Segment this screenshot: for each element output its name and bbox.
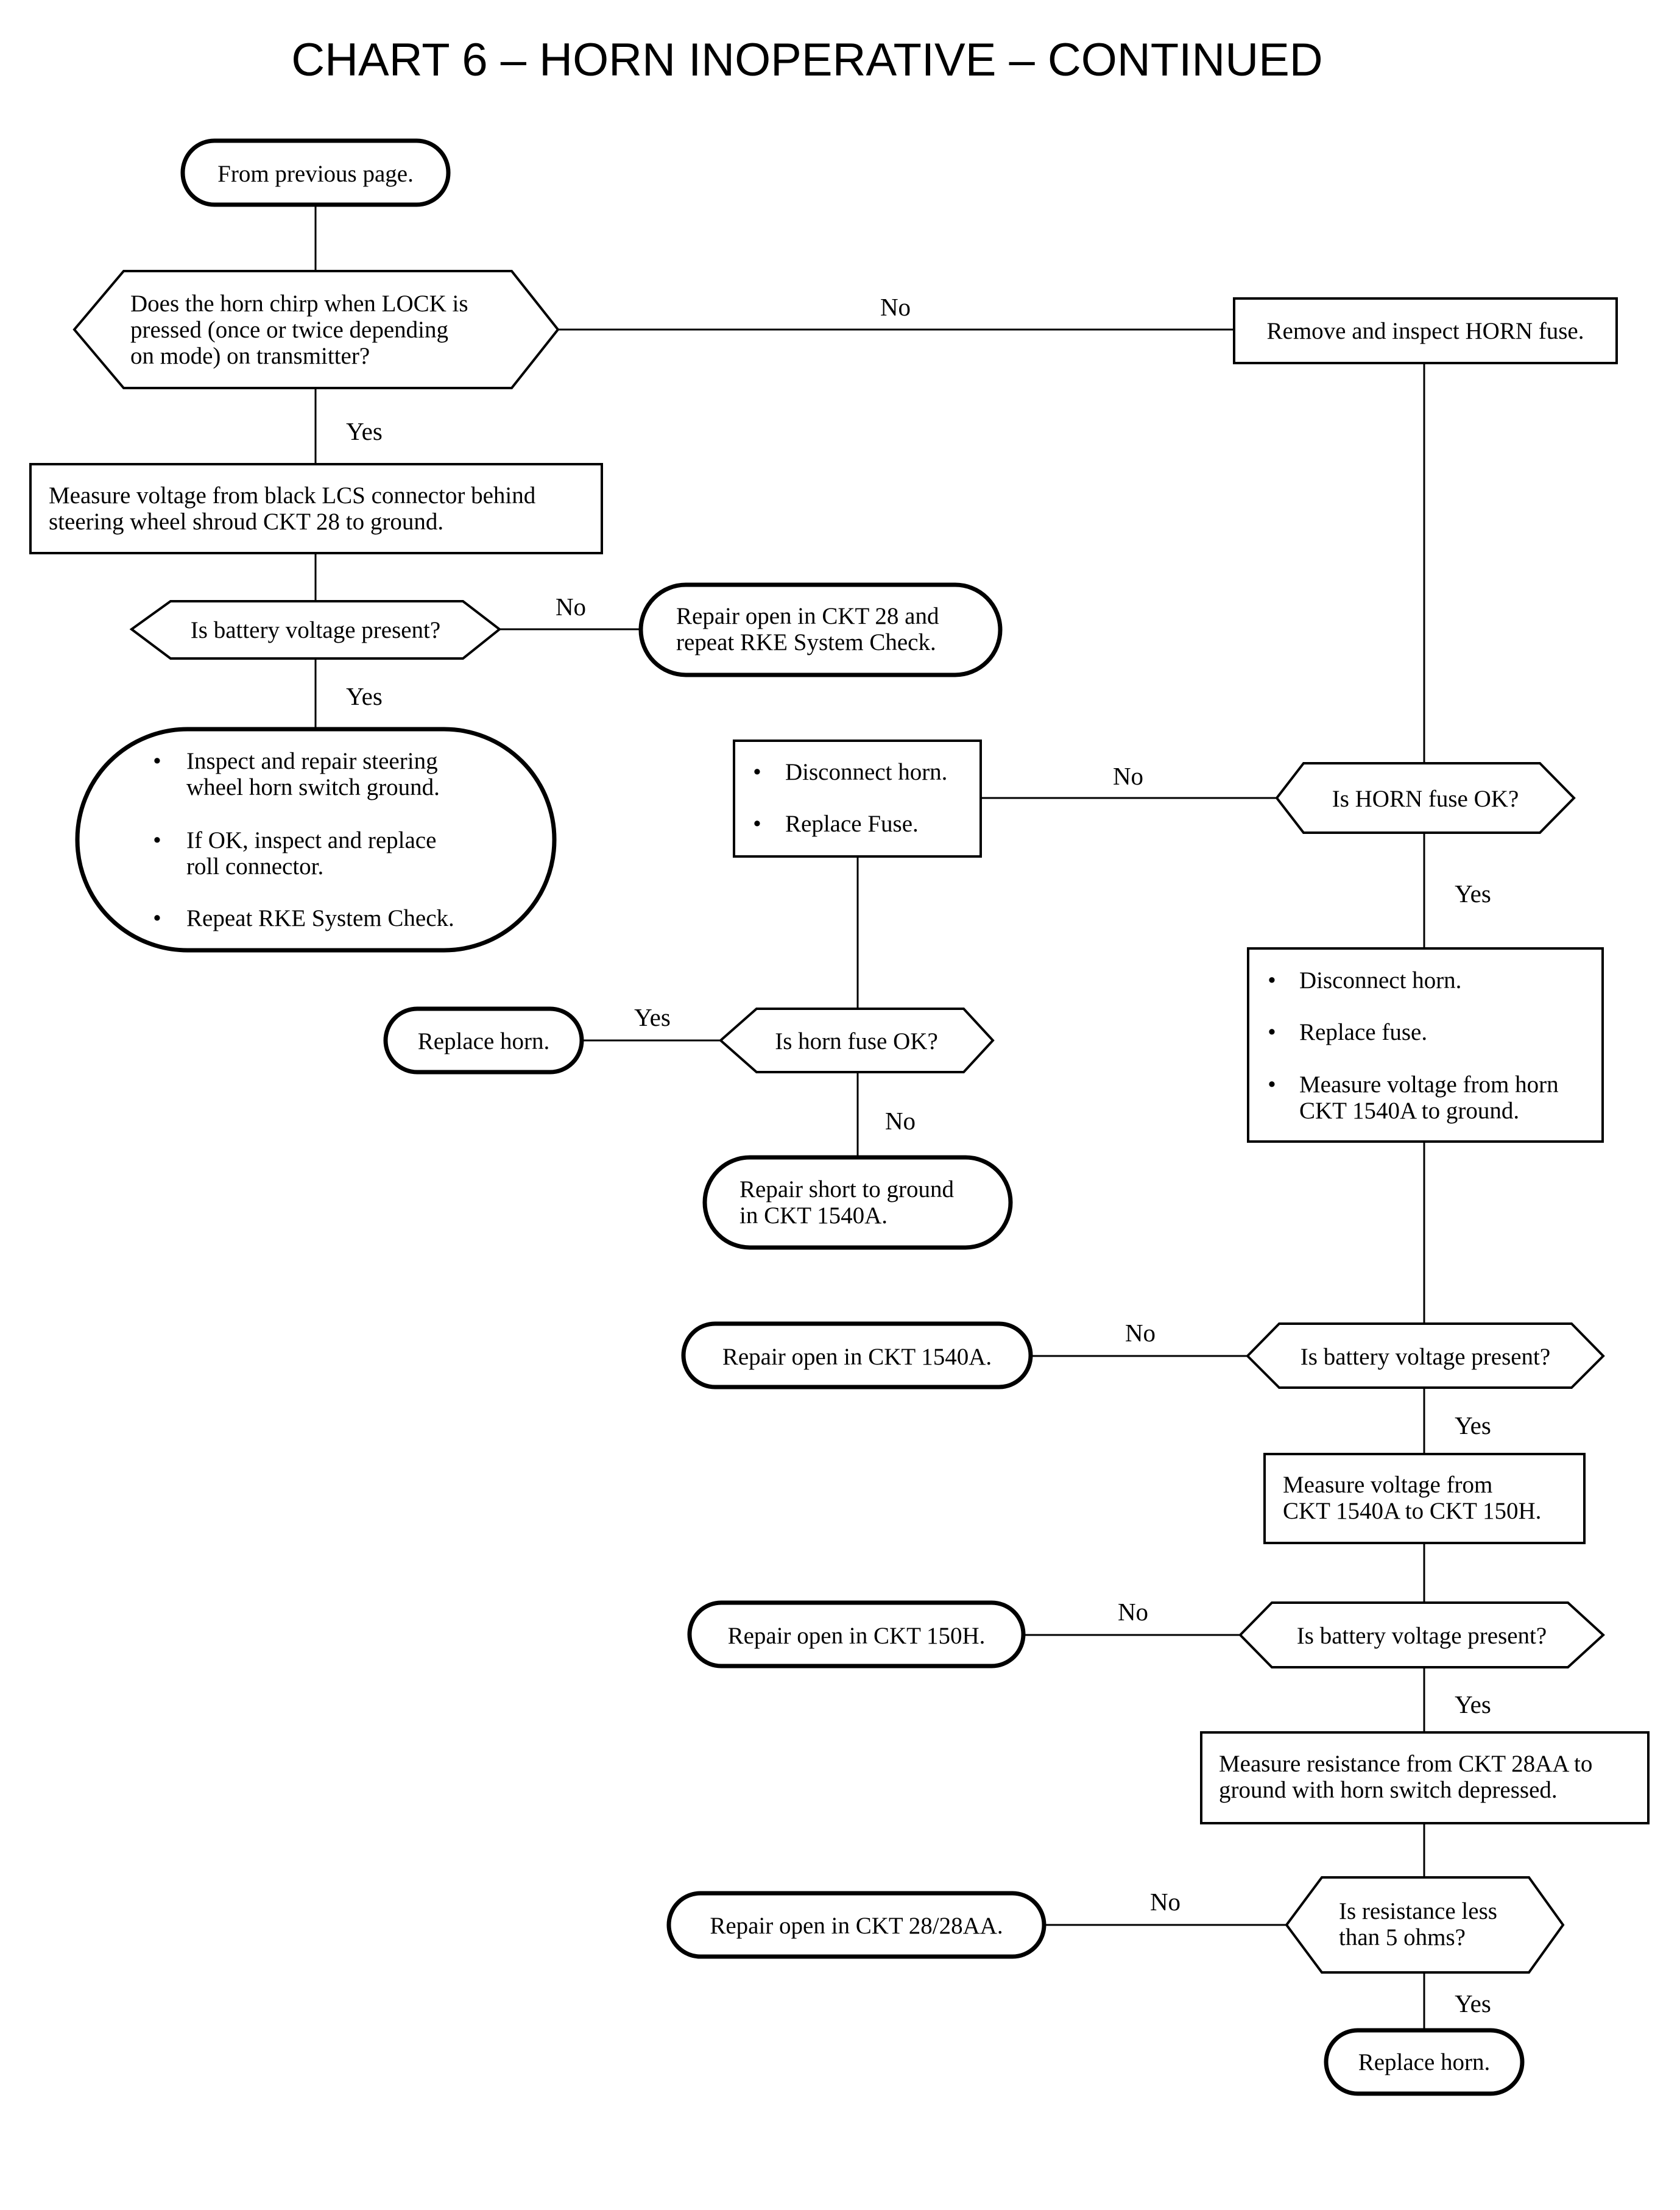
svg-text:•: • [1268,967,1276,994]
decision-resistance: Is resistance less than 5 ohms? [1285,1876,1565,1974]
edge-label-hornfuse2-yes: Yes [634,1003,671,1031]
edge-label-res-yes: Yes [1455,1989,1491,2018]
svg-text:Is horn fuse OK?: Is horn fuse OK? [775,1028,938,1054]
svg-text:Measure voltage from black LCS: Measure voltage from black LCS connector… [49,482,542,535]
svg-text:Replace Fuse.: Replace Fuse. [785,811,919,837]
svg-text:Disconnect horn.: Disconnect horn. [785,759,947,785]
edge-label-batt1-yes: Yes [346,682,383,710]
page-title: CHART 6 – HORN INOPERATIVE – CONTINUED [291,34,1323,86]
terminal-replace-horn-1: Replace horn. [383,1006,584,1075]
svg-text:Inspect and repair steering: Inspect and repair steering wheel horn s… [186,748,443,800]
svg-text:Repair short to ground i: Repair short to ground in CKT 1540A. [739,1176,960,1229]
start-terminal: From previous page. [180,138,451,207]
box-measure-150h: Measure voltage from CKT 1540A to CKT 15… [1263,1453,1586,1544]
terminal-repair-150h: Repair open in CKT 150H. [687,1600,1026,1668]
box-measure-horn-voltage: • Disconnect horn. • Replace fuse. • Mea… [1247,947,1604,1143]
edge-label-batt1-no: No [556,593,586,621]
edge-labels: No Yes No Yes No Yes Yes No No Yes No Ye… [346,293,1491,2018]
box-disconnect-replace-fuse: • Disconnect horn. • Replace Fuse. [733,740,982,858]
svg-text:Is battery voltage present?: Is battery voltage present? [1297,1623,1547,1649]
svg-text:•: • [153,748,161,774]
svg-text:Repair open in CKT 28 and: Repair open in CKT 28 and repeat RKE Sys… [676,603,945,655]
decision-battery-voltage-2: Is battery voltage present? [1246,1322,1605,1389]
edge-label-batt3-yes: Yes [1455,1690,1491,1718]
edge-label-hornfuse2-no: No [885,1107,916,1135]
svg-text:Measure resistance from CKT 28: Measure resistance from CKT 28AA to grou… [1219,1751,1598,1803]
svg-text:Does the horn chirp when LOCK: Does the horn chirp when LOCK is pressed… [130,291,474,369]
terminal-repair-short: Repair short to ground in CKT 1540A. [702,1155,1013,1250]
svg-text:Repair open in CKT 1540A.: Repair open in CKT 1540A. [722,1344,992,1370]
svg-text:Disconnect horn.: Disconnect horn. [1299,967,1461,994]
edge-label-hornfuse-yes: Yes [1455,880,1491,908]
svg-text:Is battery voltage present?: Is battery voltage present? [1301,1344,1550,1370]
decision-battery-voltage-1: Is battery voltage present? [129,600,502,660]
edge-label-res-no: No [1150,1888,1181,1916]
terminal-inspect-horn-switch: • Inspect and repair steering wheel horn… [75,727,557,953]
svg-text:If OK, inspect and replace: If OK, inspect and replace roll connecto… [186,827,442,880]
svg-text:Replace fuse.: Replace fuse. [1299,1019,1427,1045]
svg-text:Is battery voltage present?: Is battery voltage present? [191,617,440,643]
svg-text:Is HORN fuse OK?: Is HORN fuse OK? [1332,786,1519,812]
edge-label-batt2-yes: Yes [1455,1411,1491,1439]
svg-text:Repair open in CKT 150H.: Repair open in CKT 150H. [728,1623,986,1649]
svg-text:Replace horn.: Replace horn. [418,1028,550,1054]
edge-label-chirp-yes: Yes [346,417,383,445]
decision-horn-fuse-ok: Is HORN fuse OK? [1275,762,1576,834]
svg-text:•: • [153,905,161,931]
svg-text:•: • [153,827,161,853]
svg-text:•: • [1268,1071,1276,1098]
terminal-replace-horn-2: Replace horn. [1324,2028,1525,2096]
terminal-repair-ckt28: Repair open in CKT 28 and repeat RKE Sys… [638,582,1003,677]
svg-text:•: • [753,759,761,785]
edge-label-chirp-no: No [880,293,911,321]
svg-text:•: • [1268,1019,1276,1045]
terminal-repair-28aa: Repair open in CKT 28/28AA. [666,1891,1046,1959]
box-measure-lcs-voltage: Measure voltage from black LCS connector… [29,463,603,554]
svg-text:•: • [753,811,761,837]
edge-label-hornfuse-no: No [1113,762,1143,790]
terminal-repair-1540a: Repair open in CKT 1540A. [681,1321,1033,1389]
decision-horn-chirp: Does the horn chirp when LOCK is pressed… [72,270,560,389]
svg-text:Remove and inspect HORN fuse.: Remove and inspect HORN fuse. [1267,318,1584,344]
edge-label-batt2-no: No [1125,1319,1156,1347]
connectors [314,205,1425,2030]
svg-text:Is resistance less than: Is resistance less than 5 ohms? [1339,1898,1503,1951]
svg-text:Repair open in CKT 28/28AA.: Repair open in CKT 28/28AA. [710,1913,1003,1939]
svg-text:Replace horn.: Replace horn. [1358,2049,1491,2075]
edge-label-batt3-no: No [1118,1598,1148,1626]
svg-text:Repeat RKE System Check.: Repeat RKE System Check. [186,905,454,931]
start-text: From previous page. [217,161,414,187]
box-measure-resistance: Measure resistance from CKT 28AA to grou… [1200,1731,1650,1824]
decision-battery-voltage-3: Is battery voltage present? [1238,1601,1605,1668]
box-remove-inspect-fuse: Remove and inspect HORN fuse. [1233,297,1618,364]
svg-text:Measure voltage from horn: Measure voltage from horn CKT 1540A to g… [1299,1071,1564,1124]
decision-horn-fuse-ok-2: Is horn fuse OK? [718,1008,995,1073]
svg-text:Measure voltage from CKT: Measure voltage from CKT 1540A to CKT 15… [1283,1472,1541,1524]
